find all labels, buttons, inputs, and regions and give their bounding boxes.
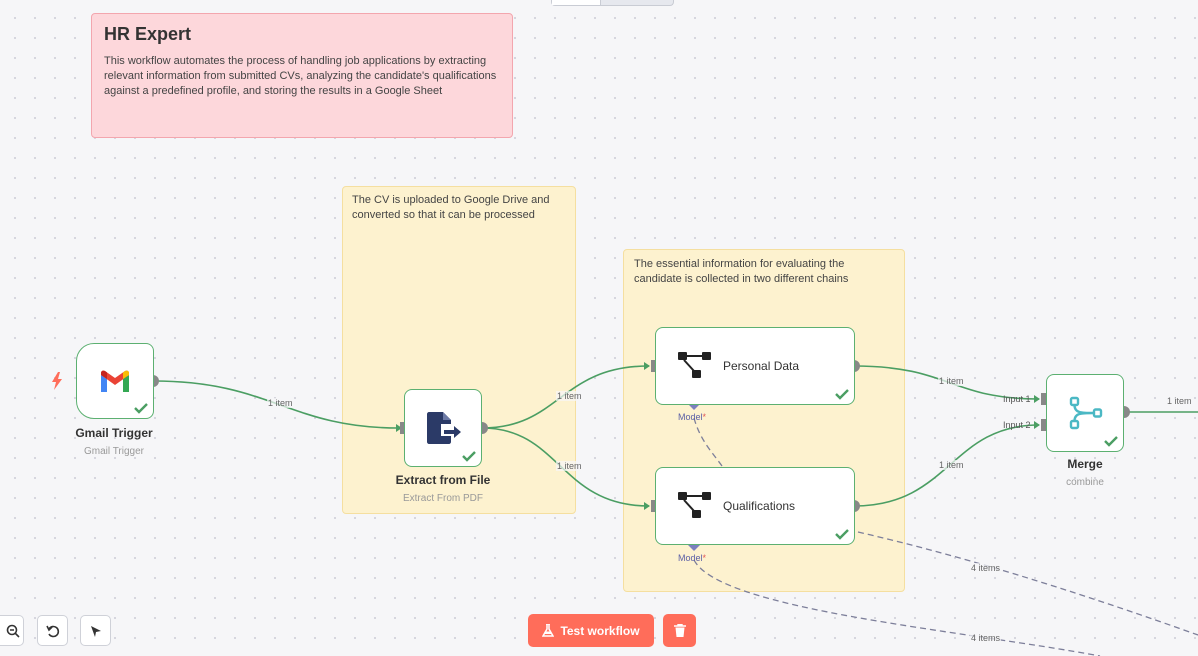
node-qualifications[interactable]: Qualifications <box>655 467 855 545</box>
edge-arrow-qualifications <box>644 502 650 510</box>
node-personal-title: Personal Data <box>723 359 800 373</box>
chain-icon <box>678 492 711 518</box>
chain-icon <box>678 352 711 378</box>
edge-model-dashed <box>693 417 723 467</box>
success-check-icon <box>134 403 148 414</box>
port-extract-in <box>400 422 406 434</box>
success-check-icon <box>1104 436 1118 447</box>
node-extract-title: Extract from File <box>395 473 491 487</box>
port-qualifications-in <box>651 500 657 512</box>
file-export-icon <box>427 412 461 444</box>
edge-label-personal-merge: 1 item <box>938 376 965 386</box>
node-merge-title: Merge <box>1067 457 1103 471</box>
edge-label-extract-qualifications: 1 item <box>556 461 583 471</box>
edge-qual-dashed-out <box>857 531 1198 636</box>
sticky-chains-text: The essential information for evaluating… <box>634 258 849 285</box>
tidy-up-button[interactable] <box>80 615 111 646</box>
node-personal-data[interactable]: Personal Data <box>655 327 855 405</box>
wand-icon <box>90 625 101 637</box>
canvas-view-toggle[interactable] <box>551 0 674 6</box>
node-extract-subtitle: Extract From PDF <box>402 493 483 504</box>
node-extract-from-file[interactable] <box>404 389 482 467</box>
node-merge-subtitle: combine <box>1066 477 1104 488</box>
canvas-view-toggle-active[interactable] <box>552 0 601 5</box>
success-check-icon <box>835 529 849 540</box>
zoom-out-button[interactable] <box>0 615 24 646</box>
port-label-qualifications-model: Model* <box>678 553 707 563</box>
port-label-personal-model: Model* <box>678 412 707 422</box>
edge-arrow-extract <box>396 424 402 432</box>
zoom-out-icon <box>6 624 20 638</box>
test-workflow-button[interactable]: Test workflow <box>528 614 654 647</box>
edge-label-qual-out: 4 items <box>970 563 1002 573</box>
port-label-merge-input-2: Input 2 <box>1003 420 1031 430</box>
edge-arrow-merge-1 <box>1034 395 1040 403</box>
test-workflow-label: Test workflow <box>560 623 640 638</box>
edge-model-dashed-out <box>693 559 1101 656</box>
port-personal-in <box>651 360 657 372</box>
node-qualifications-title: Qualifications <box>723 499 796 513</box>
edge-arrow-personal <box>644 362 650 370</box>
delete-button[interactable] <box>663 614 696 647</box>
trigger-bolt-icon <box>52 372 62 390</box>
node-merge[interactable] <box>1046 374 1124 452</box>
merge-icon <box>1069 396 1103 430</box>
success-check-icon <box>835 389 849 400</box>
undo-icon <box>45 625 59 637</box>
port-merge-in-1 <box>1041 393 1047 405</box>
reset-zoom-button[interactable] <box>37 615 68 646</box>
gmail-icon <box>101 370 129 392</box>
edge-arrow-merge-2 <box>1034 421 1040 429</box>
edge-label-qualifications-merge: 1 item <box>938 460 965 470</box>
node-gmail-title: Gmail Trigger <box>75 426 153 440</box>
edge-label-gmail-extract: 1 item <box>267 398 294 408</box>
sticky-title: HR Expert <box>104 24 192 44</box>
sticky-description: This workflow automates the process of h… <box>104 55 497 97</box>
port-label-merge-input-1: Input 1 <box>1003 394 1031 404</box>
success-check-icon <box>462 451 476 462</box>
port-merge-in-2 <box>1041 419 1047 431</box>
edge-label-merge-out: 1 item <box>1166 396 1193 406</box>
sticky-note-hr-expert[interactable]: HR Expert This workflow automates the pr… <box>91 13 513 138</box>
node-gmail-subtitle: Gmail Trigger <box>83 446 144 457</box>
trash-icon <box>673 624 686 637</box>
sticky-upload-text: The CV is uploaded to Google Drive and c… <box>352 194 550 221</box>
edge-label-extract-personal: 1 item <box>556 391 583 401</box>
node-gmail-trigger[interactable] <box>76 343 154 419</box>
edge-label-model-out: 4 items <box>970 633 1002 643</box>
flask-icon <box>542 624 555 637</box>
